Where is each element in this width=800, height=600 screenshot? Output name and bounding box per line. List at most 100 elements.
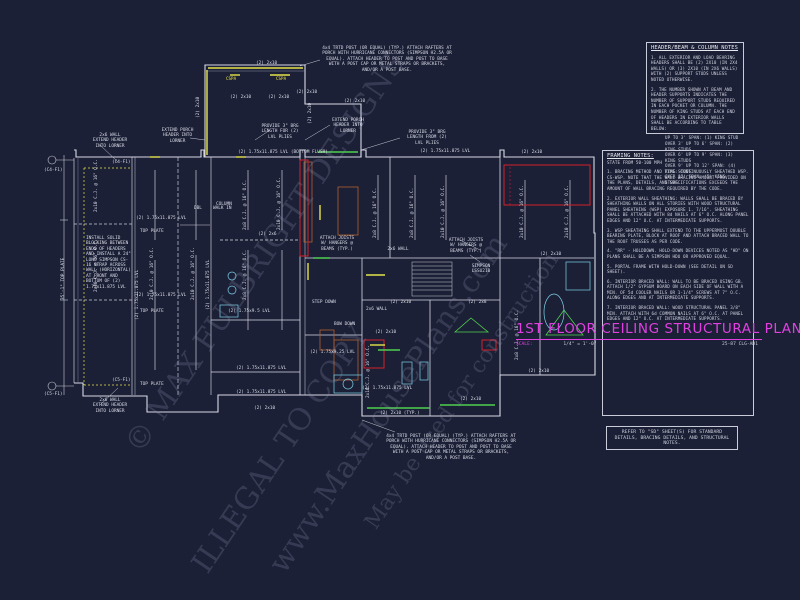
callout-bottom-post: 4x4 TRTD POST (OR EQUAL) (TYP.) ATTACH R… (386, 434, 516, 461)
header-label-e: (2) 2x10 (460, 397, 482, 402)
header-label-h: (2) 2x10 (390, 300, 412, 305)
beam-label-top-right: (2) 1.75x11.875 LVL (420, 149, 471, 154)
joist-label-e: 2x8 C.J. @ 16" O.C. (243, 179, 248, 230)
porch-side-label-2: (2) 2x10 (308, 102, 313, 124)
porch-side-label: (2) 2x10 (196, 96, 201, 118)
framing-notes: FRAMING NOTES: STATE FROM 50-100 MPH 1. … (602, 150, 754, 416)
header-note-1: 1. ALL EXTERIOR AND LOAD BEARING HEADERS… (651, 54, 738, 82)
header-notes-title: HEADER/BEAM & COLUMN NOTES (651, 45, 738, 51)
top-plate-label-2: TOP PLATE (140, 309, 164, 314)
sheet-title: 1ST FLOOR CEILING STRUCTURAL PLAN (516, 321, 800, 337)
header-label-2x8: (2) 2x8 (468, 300, 487, 305)
joist-label-h: 2x8 C.J. @ 16" O.C. (373, 187, 378, 238)
callout-install-blocking: INSTALL SOLID BLOCKING BETWEEN ENDS OF H… (86, 236, 131, 290)
header-label-f: (2) 2x10 (528, 369, 550, 374)
framing-note-5: 5. PORTAL FRAME WITH HOLD-DOWN (SEE DETA… (607, 263, 733, 275)
callout-extend-porch-left: EXTEND PORCH HEADER INTO LORNER (161, 128, 194, 144)
callout-2x6-wall-top: 2x6 WALL EXTEND HEADER INTO LORNER (92, 133, 128, 149)
grid-tag-c7: (C5-F1) (112, 378, 131, 383)
king-stud-row-3: OVER 6' UP TO 9' SPAN: (3) KING STUDS (665, 152, 734, 163)
king-stud-row-5: OVER 12' SPAN: (5) KING STUDS (665, 174, 726, 186)
yellow-headers (150, 67, 385, 346)
scale-value: 1/4" = 1'-0" (563, 342, 597, 347)
header-label-a: (2) 2x10 (344, 99, 366, 104)
grid-tag-c6: (C4-F1) (112, 160, 131, 165)
wall-2x6-label: 2x6 WALL (366, 307, 388, 312)
framing-notes-subtitle: STATE FROM 50-100 MPH (607, 159, 663, 165)
header-label-i: (2) 2x10 (254, 406, 276, 411)
ridge-lvl-label: (2) 1.75x11.875 LVL (362, 386, 413, 391)
scale-key: SCALE: (516, 342, 533, 347)
callout-extend-porch-mid: EXTEND PORCH HEADER INTO LORNER (332, 118, 364, 134)
scale-row: SCALE: 1/4" = 1'-0" 25-87 CLG-AD1 (516, 342, 758, 347)
bath-fixtures (219, 261, 591, 394)
callout-simpson: SIMPSON LSSU210 (471, 264, 491, 275)
cspa-label-a: CSPA (226, 76, 237, 81)
joist-label-d: 2x10 C.J. @ 16" O.C. (191, 247, 196, 300)
column-label: COLUMN (216, 202, 232, 207)
framing-note-2: 2. EXTERIOR WALL SHEATHING: WALLS SHALL … (607, 195, 749, 223)
kitchen-casework (303, 161, 359, 381)
sd-sheet-note: REFER TO "SD" SHEET(S) FOR STANDARD DETA… (606, 426, 738, 450)
framing-note-6: 6. INTERIOR BRACED WALL: WALL TO BE BRAC… (607, 278, 744, 301)
grid-tag-c5: (C5-F1) (44, 392, 63, 397)
porch-header-label-2: (2) 2x10 (230, 95, 252, 100)
joist-label-l: 2x10 C.J. @ 16" O.C. (565, 185, 570, 238)
callout-top-post: 4x4 TRTD POST (OR EQUAL) (TYP.) ATTACH R… (322, 46, 452, 73)
framing-note-3: 3. WSP SHEATHING SHALL EXTEND TO THE UPP… (607, 227, 749, 244)
joist-label-i: 2x8 C.J. @ 16" O.C. (410, 187, 415, 238)
framing-note-1: 1. BRACING METHOD AND TYPE: CONTINUOUSLY… (607, 169, 749, 191)
green-headers (313, 151, 584, 409)
beam-label-center: (2) 1.75x9.25 LVL (310, 350, 355, 355)
cspa-label-b: CSPA (276, 76, 287, 81)
top-plate-label-3: TOP PLATE (140, 382, 164, 387)
beam-label-top: (2) 1.75x11.875 LVL (BOTTOM FLUSH) (238, 150, 328, 155)
porch-header-label: (2) 2x10 (256, 61, 278, 66)
label-walk-in: WALK IN (213, 206, 232, 211)
beam-label-mid-2: (2) 1.75x11.875 LVL (236, 366, 287, 371)
garage-structure (73, 157, 571, 395)
framing-note-4: 4. "RR" - HOLDDOWN. HOLD-DOWN DEVICES NO… (607, 248, 749, 259)
dimension-left: 35'-1" TOP PLATE (61, 257, 66, 300)
callout-2x6-wall: 2x6 WALL (387, 247, 409, 252)
bow-down-label: BOW DOWN (334, 322, 356, 327)
top-plate-label-1: TOP PLATE (140, 229, 164, 234)
exterior-walls (74, 64, 596, 417)
tray-ceiling (509, 164, 591, 206)
framing-notes-title: FRAMING NOTES: (607, 153, 654, 159)
joist-label-c: 2x10 C.J. @ 16" O.C. (150, 247, 155, 300)
porch-header-2x10: (2) 2x10 (296, 90, 318, 95)
beam-vertical-left: (2) 1.75x11.875 LVL (135, 269, 140, 320)
beam-label-bottom: (2) 1.75x11.875 LVL (236, 390, 287, 395)
header-note-2: 2. THE NUMBER SHOWN AT BEAM AND HEADER S… (651, 86, 735, 131)
king-stud-row-4: OVER 9' UP TO 12' SPAN: (4) KING STUDS (665, 163, 736, 174)
header-label-b: (2) 2x10 (521, 150, 543, 155)
drawing-code: 25-87 CLG-AD1 (722, 342, 758, 347)
grid-tag-c4: (C4-F1) (44, 168, 63, 173)
joist-label-g: 2x8 C.J. @ 16" O.C. (243, 249, 248, 300)
callout-provide-brg: PROVIDE 3" BRG LENGTH FOR (2) LVL PLIES (261, 124, 299, 140)
joist-label-b: 2x10 C.J. @ 16" O.C. (94, 239, 99, 292)
beam-label-mid: (2) 1.75x9.5 LVL (228, 309, 271, 314)
step-down-label: STEP DOWN (312, 300, 336, 305)
header-label-2x6: (2) 2x6 (258, 232, 277, 237)
title-underline (516, 339, 762, 340)
joist-label-f: 2x10 C.J. @ 16" O.C. (277, 177, 282, 230)
header-label-c: (2) 2x10 (540, 252, 562, 257)
king-stud-row-2: OVER 3' UP TO 6' SPAN: (2) KING STUDS (665, 140, 734, 152)
header-label-d: (2) 2x10 (TYP.) (380, 411, 420, 416)
porch-header-label-3: (2) 2x10 (268, 95, 290, 100)
dbl-label: DBL (194, 206, 202, 211)
king-stud-row-1: UP TO 3' SPAN: (1) KING STUD (665, 135, 739, 141)
joist-label-a: 2x10 C.J. @ 16" O.C. (94, 159, 99, 212)
joist-label-j: 2x10 C.J. @ 16" O.C. (441, 185, 446, 238)
callout-attach-joists-2: ATTACH JOISTS W/ HANGERS @ BEAMS (TYP.) (448, 238, 484, 254)
beam-label-left: (2) 1.75x11.875 LVL (136, 216, 187, 221)
framing-note-7: 7. INTERIOR BRACED WALL: WOOD STRUCTURAL… (607, 305, 744, 322)
beam-label-left-2: (2) 1.75x11.875 LVL (136, 293, 187, 298)
callout-provide-brg-2: PROVIDE 3" BRG LENGTH FROM (2) LVL PLIES (407, 130, 447, 146)
joist-label-k: 2x10 C.J. @ 16" O.C. (520, 185, 525, 238)
stair-treads (411, 261, 453, 297)
